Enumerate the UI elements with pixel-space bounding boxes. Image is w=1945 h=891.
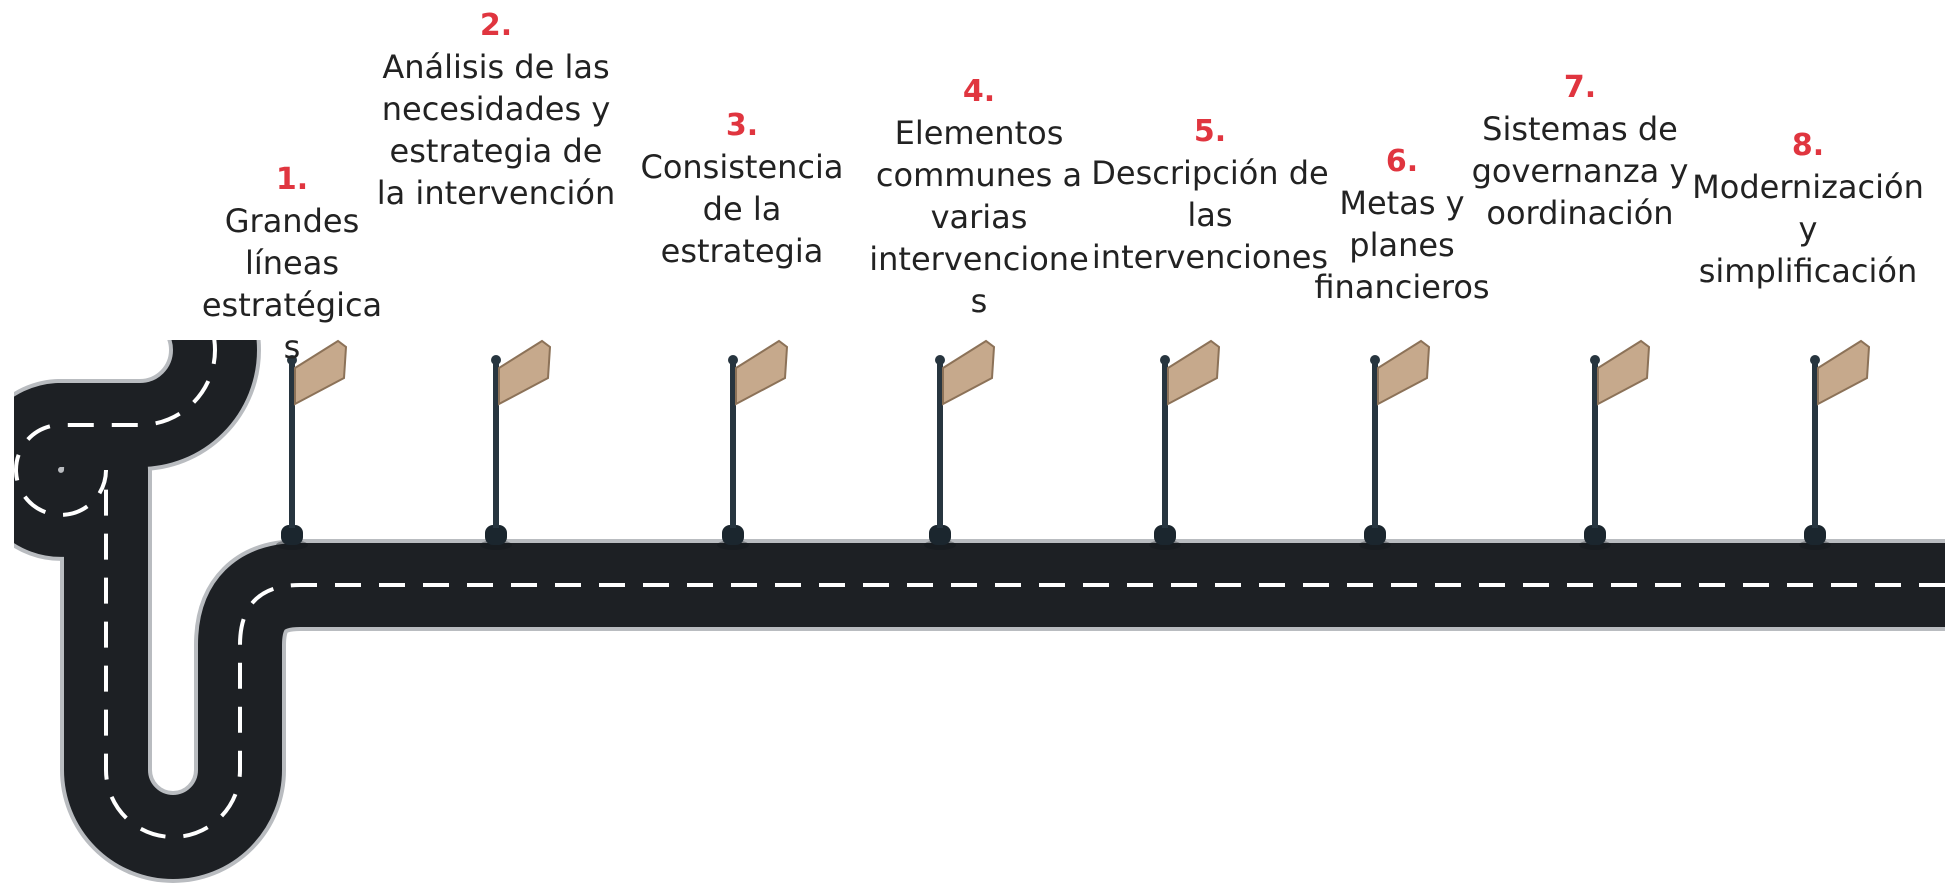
step-1-number: 1. — [275, 162, 309, 197]
signpost-1 — [276, 339, 348, 550]
signpost-sign — [1167, 339, 1221, 406]
signpost-pole — [289, 362, 295, 528]
step-4: 4. Elementos communes a varias intervenc… — [869, 72, 1089, 322]
lane-marking — [14, 340, 1945, 839]
step-6-number: 6. — [1385, 144, 1419, 179]
signpost-3 — [717, 339, 789, 550]
signpost-6 — [1359, 339, 1431, 550]
signpost-pole — [1372, 362, 1378, 528]
step-4-number: 4. — [962, 74, 996, 109]
signpost-8 — [1799, 339, 1871, 550]
signpost-5 — [1149, 339, 1221, 550]
signpost-7 — [1579, 339, 1651, 550]
step-1-label: Grandes líneas estratégica s — [201, 202, 383, 366]
step-7-label: Sistemas de governanza y oordinación — [1471, 110, 1689, 232]
signpost-knob — [491, 355, 501, 365]
step-2-label: Análisis de las necesidades y estrategia… — [376, 48, 616, 212]
step-1: 1. Grandes líneas estratégica s — [202, 160, 382, 368]
step-8-number: 8. — [1791, 128, 1825, 163]
step-4-label: Elementos communes a varias intervencion… — [869, 114, 1089, 320]
signposts — [276, 339, 1871, 550]
signpost-sign — [498, 339, 552, 406]
signpost-base — [929, 525, 951, 545]
signpost-base — [281, 525, 303, 545]
signpost-knob — [1370, 355, 1380, 365]
signpost-sign — [1377, 339, 1431, 406]
step-5-number: 5. — [1193, 114, 1227, 149]
signpost-pole — [730, 362, 736, 528]
step-5-label: Descripción de las intervenciones — [1091, 154, 1329, 276]
signpost-pole — [493, 362, 499, 528]
signpost-pole — [937, 362, 943, 528]
step-3-number: 3. — [725, 108, 759, 143]
step-7: 7. Sistemas de governanza y oordinación — [1472, 68, 1689, 234]
signpost-sign — [294, 339, 348, 406]
signpost-4 — [924, 339, 996, 550]
step-2-number: 2. — [479, 8, 513, 43]
step-2: 2. Análisis de las necesidades y estrate… — [377, 6, 615, 214]
signpost-sign — [942, 339, 996, 406]
step-8-label: Modernización y simplificación — [1692, 168, 1924, 290]
signpost-base — [1804, 525, 1826, 545]
signpost-base — [1584, 525, 1606, 545]
step-3: 3. Consistencia de la estrategia — [640, 106, 843, 272]
signpost-pole — [1812, 362, 1818, 528]
winding-road — [14, 340, 1945, 883]
signpost-sign — [1817, 339, 1871, 406]
signpost-sign — [735, 339, 789, 406]
signpost-sign — [1597, 339, 1651, 406]
signpost-base — [1364, 525, 1386, 545]
signpost-base — [722, 525, 744, 545]
signpost-base — [1154, 525, 1176, 545]
signpost-base — [485, 525, 507, 545]
signpost-knob — [728, 355, 738, 365]
step-8: 8. Modernización y simplificación — [1692, 126, 1924, 292]
signpost-pole — [1162, 362, 1168, 528]
signpost-2 — [480, 339, 552, 550]
signpost-knob — [1160, 355, 1170, 365]
step-6: 6. Metas y planes financieros — [1314, 142, 1489, 308]
signpost-knob — [1810, 355, 1820, 365]
step-5: 5. Descripción de las intervenciones — [1091, 112, 1328, 278]
signpost-knob — [935, 355, 945, 365]
signpost-knob — [1590, 355, 1600, 365]
signpost-pole — [1592, 362, 1598, 528]
signpost-knob — [287, 355, 297, 365]
step-3-label: Consistencia de la estrategia — [640, 148, 844, 270]
step-7-number: 7. — [1563, 70, 1597, 105]
step-6-label: Metas y planes financieros — [1314, 184, 1490, 306]
